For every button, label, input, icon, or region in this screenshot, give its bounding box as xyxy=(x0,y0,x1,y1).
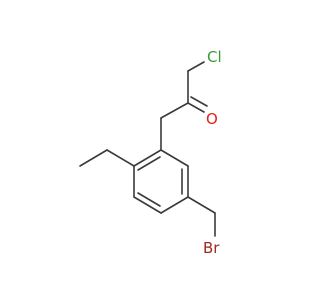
ch2-bond xyxy=(160,102,189,119)
ring-bond-inner xyxy=(137,156,161,171)
oxygen-label: O xyxy=(206,110,218,128)
ethyl-bond xyxy=(79,149,108,167)
chlorine-label: Cl xyxy=(207,48,222,66)
ethyl-bond xyxy=(106,149,135,167)
ring-bond xyxy=(160,196,189,214)
ch2br-bond xyxy=(187,196,216,214)
ring-bond xyxy=(133,196,162,214)
ring-bond-inner xyxy=(137,192,161,207)
ring-bond xyxy=(133,149,162,167)
carbonyl-bond xyxy=(187,102,205,113)
ring-bond xyxy=(160,149,189,167)
carbonyl-bond xyxy=(190,96,208,107)
molecule-diagram: Cl O Br xyxy=(79,48,222,257)
structure-drawing: Cl O Br xyxy=(79,48,222,257)
bromine-label: Br xyxy=(203,239,220,257)
c-cl-bond xyxy=(187,61,205,72)
